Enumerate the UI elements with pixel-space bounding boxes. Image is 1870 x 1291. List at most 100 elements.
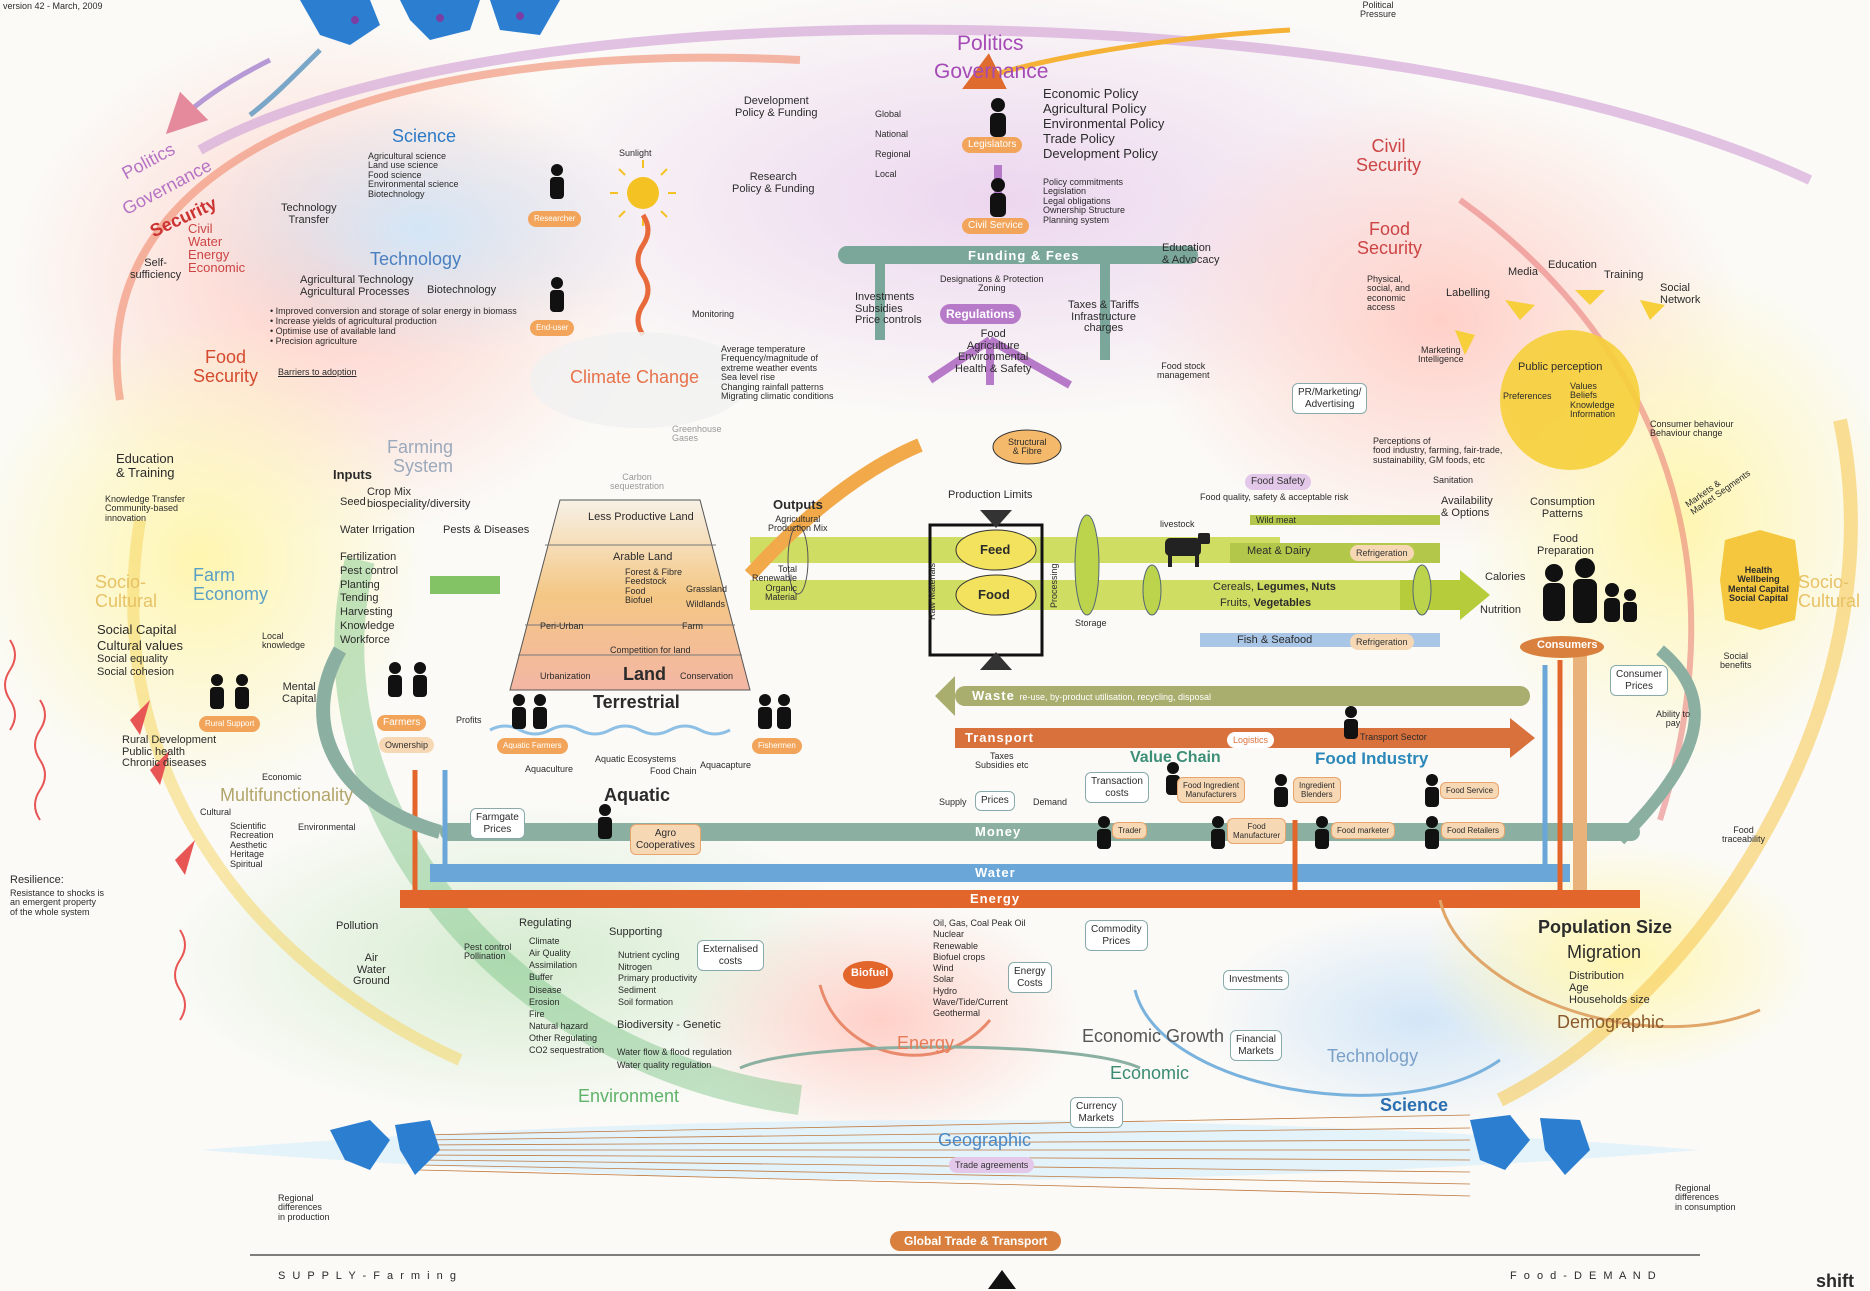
- food-oval: [955, 574, 1037, 616]
- science-circle-label: Science: [1380, 1095, 1449, 1115]
- self-sufficiency-label: Self-sufficiency: [130, 257, 182, 281]
- storage-oval-2: [1142, 564, 1162, 616]
- socio-right-arc: [1496, 418, 1858, 1107]
- aquatic-farmers-pill: Aquatic Farmers: [497, 738, 568, 754]
- technology-title: Technology: [370, 249, 462, 269]
- biofuel-oval: [843, 961, 893, 989]
- investments-box: Investments: [1223, 970, 1289, 990]
- sunlight-label: Sunlight: [619, 148, 652, 158]
- food-flow-head: [1460, 570, 1490, 620]
- aquatic-ecosystems-label: Aquatic Ecosystems: [595, 754, 677, 764]
- conservation-label: Conservation: [680, 671, 734, 681]
- water-label: Water: [975, 865, 1016, 880]
- resilience-waves: [4, 639, 186, 1021]
- food-service-box: Food Service: [1440, 782, 1500, 800]
- consumers-pill-shape: [1520, 636, 1604, 658]
- end-user-pill: End-user: [530, 320, 575, 336]
- regulations-pill: Regulations: [940, 304, 1021, 324]
- population-label: Population Size: [1538, 917, 1673, 937]
- people-icons: [210, 98, 1637, 849]
- geographic-label: Geographic: [938, 1130, 1032, 1150]
- politics-arc: [197, 24, 1813, 185]
- barriers-label: Barriers to adoption: [278, 367, 357, 377]
- politics-title: Politics: [957, 32, 1024, 55]
- energy-cloud: [680, 900, 1080, 1140]
- reg-arrow-left: [927, 336, 993, 384]
- transport-label: Transport: [965, 730, 1034, 745]
- land-pyramid: [509, 499, 751, 691]
- economic-arc: [739, 1045, 1141, 1070]
- total-oval: [787, 525, 809, 595]
- calories-label: Calories: [1485, 571, 1526, 583]
- public-perception-label: Public perception: [1518, 361, 1603, 373]
- water-irrigation-label: Water Irrigation: [340, 524, 415, 536]
- logistics-pill: Logistics: [1227, 732, 1275, 748]
- fulcrum-icon: [988, 1270, 1016, 1289]
- political-pressure-arrow: [962, 27, 1291, 89]
- food-label: Food: [978, 587, 1010, 602]
- raw-materials-label: Raw Materials: [927, 562, 937, 620]
- preferences-label: Preferences: [1503, 391, 1552, 401]
- livestock-label: livestock: [1160, 519, 1195, 529]
- fruits-label: Fruits, Vegetables: [1220, 597, 1312, 609]
- farmers-pill: Farmers: [377, 715, 427, 731]
- fish-label: Fish & Seafood: [1237, 634, 1313, 646]
- energy-band: [400, 890, 1640, 908]
- storage-oval: [1074, 514, 1100, 616]
- cow-icon: [1165, 533, 1210, 567]
- public-perception-burst: [1455, 290, 1665, 470]
- feed-oval: [955, 529, 1037, 571]
- food-industry-label: Food Industry: [1315, 749, 1429, 768]
- education-label: Education: [1548, 259, 1597, 271]
- resilience-label: Resilience:: [10, 874, 64, 886]
- sunlight-wave: [635, 213, 651, 337]
- limit-arrow-bottom: [980, 652, 1012, 670]
- pests-label: Pests & Diseases: [443, 524, 530, 536]
- structural-oval: [992, 429, 1062, 465]
- urbanization-label: Urbanization: [540, 671, 591, 681]
- refrigeration-pill-2: Refrigeration: [1350, 634, 1414, 650]
- politics-arrow: [165, 57, 272, 135]
- peri-urban-label: Peri-Urban: [540, 621, 584, 631]
- aquacapture-label: Aquacapture: [700, 760, 752, 770]
- outputs-label: Outputs: [773, 497, 823, 512]
- governance-title: Governance: [934, 60, 1049, 83]
- food-retailers-box: Food Retailers: [1441, 822, 1506, 840]
- economic-small-label: Economic: [262, 772, 302, 782]
- seed-label: Seed: [340, 496, 366, 508]
- nutrition-label: Nutrition: [1480, 604, 1521, 616]
- tech-bullets: • Improved conversion and storage of sol…: [270, 306, 517, 346]
- biofuel-label: Biofuel: [851, 967, 889, 979]
- terrestrial-label: Terrestrial: [593, 692, 680, 712]
- money-loop: [1615, 645, 1701, 845]
- socio-cultural-right-label: Socio-Cultural: [1798, 572, 1861, 611]
- less-productive-label: Less Productive Land: [588, 511, 694, 523]
- meat-dairy-label: Meat & Dairy: [1247, 545, 1311, 557]
- supporting-label: Supporting: [609, 926, 663, 938]
- multifunctionality-label: Multifunctionality: [220, 785, 354, 805]
